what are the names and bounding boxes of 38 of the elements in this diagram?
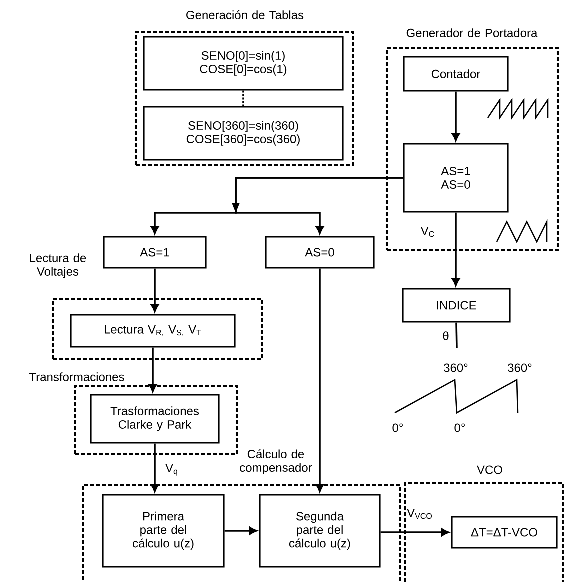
arrow [235,177,404,234]
group-heading: Lectura de Voltajes [30,254,86,278]
process-box: Segunda parte del cálculo u(z) [259,494,381,568]
process-box: SENO[360]=sin(360) COSE[360]=cos(360) [143,106,344,161]
process-box: Trasformaciones Clarke y Park [90,394,220,444]
angle-label: 360° [508,364,532,372]
group-heading: VCO [477,466,502,474]
arrow [150,268,160,312]
arrow [148,348,158,392]
process-box: AS=1 AS=0 [403,143,509,213]
angle-label: 360° [444,364,468,372]
connector-line [456,322,458,348]
arrow [316,268,324,492]
angle-label: 0° [454,424,465,432]
process-box: SENO[0]=sin(1) COSE[0]=cos(1) [143,36,344,91]
process-box: AS=0 [265,236,375,269]
arrowhead [232,203,240,213]
group-heading: Generador de Portadora [406,28,538,38]
connector-line [242,90,244,106]
angle-label: 0° [392,424,403,432]
process-box: Primera parte del cálculo u(z) [102,494,225,568]
group-heading: Cálculo de compensador [240,450,312,474]
edge-label: V$_{C}$ [420,226,434,238]
edge-label: θ [443,332,449,340]
arrow [380,528,450,537]
edge-label: V$_{q}$ [166,464,178,476]
process-box: ΔT=ΔT-VCO [451,516,558,549]
process-box: AS=1 [103,236,207,269]
process-box: INDICE [402,288,511,323]
edge-label: V$_{VCO}$ [407,508,432,520]
arrow [224,526,258,536]
group-heading: Transformaciones [29,372,124,382]
process-box: Lectura V$_{R,}$ V$_{S,}$ V$_{T}$ [70,314,236,348]
group-heading: Generación de Tablas [186,10,304,20]
arrow [452,212,460,286]
arrow [150,444,160,492]
arrow [452,92,460,142]
process-box: Contador [403,56,509,92]
